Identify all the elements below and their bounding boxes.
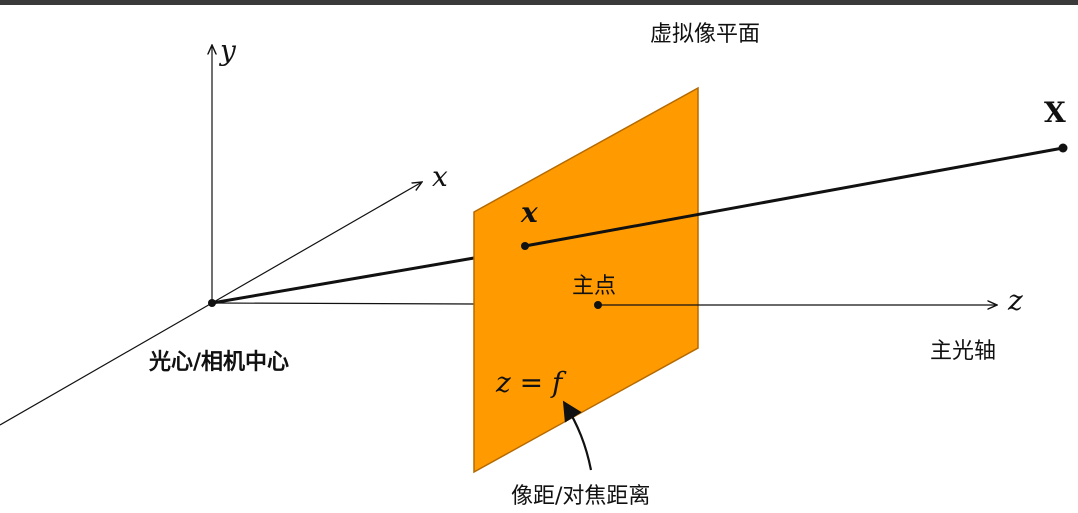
x-axis (211, 182, 422, 304)
top-border (0, 0, 1078, 5)
optical-center-point (208, 299, 216, 307)
image-point-label: x (521, 196, 538, 229)
image-point-dot (521, 242, 529, 250)
focal-distance-arrow (562, 400, 593, 471)
x-axis-label: x (432, 160, 448, 193)
world-point-dot (1058, 143, 1068, 153)
world-point-label: X (1044, 96, 1066, 129)
image-plane (473, 86, 699, 474)
principal-point-dot (594, 301, 602, 309)
plane-equation-label: z = f (496, 366, 563, 399)
focal-distance-label: 像距/对焦距离 (511, 484, 651, 509)
y-axis-label: y (220, 34, 236, 67)
projection-ray-front (524, 146, 1064, 248)
optical-center-label: 光心/相机中心 (149, 350, 290, 375)
principal-axis-label: 主光轴 (930, 339, 997, 364)
image-plane-title: 虚拟像平面 (650, 22, 761, 47)
z-axis-label: z (1008, 284, 1023, 317)
z-axis-back (211, 302, 475, 305)
projection-ray-back (211, 256, 475, 305)
principal-point-label: 主点 (572, 274, 617, 299)
x-axis-extension (0, 302, 213, 426)
